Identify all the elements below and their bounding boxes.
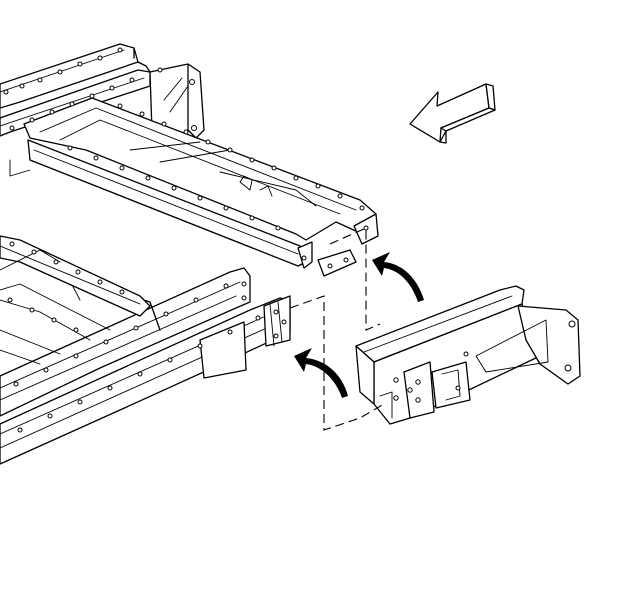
upper-crossmember <box>9 63 379 277</box>
direction-arrow-icon <box>409 83 496 144</box>
alignment-lines <box>289 227 385 431</box>
frame-rail-extension <box>355 285 581 425</box>
left-lower-frame <box>0 239 291 465</box>
install-arrow-icon <box>294 252 424 398</box>
left-mid-structure <box>0 235 151 331</box>
rivet-holes <box>3 47 576 433</box>
